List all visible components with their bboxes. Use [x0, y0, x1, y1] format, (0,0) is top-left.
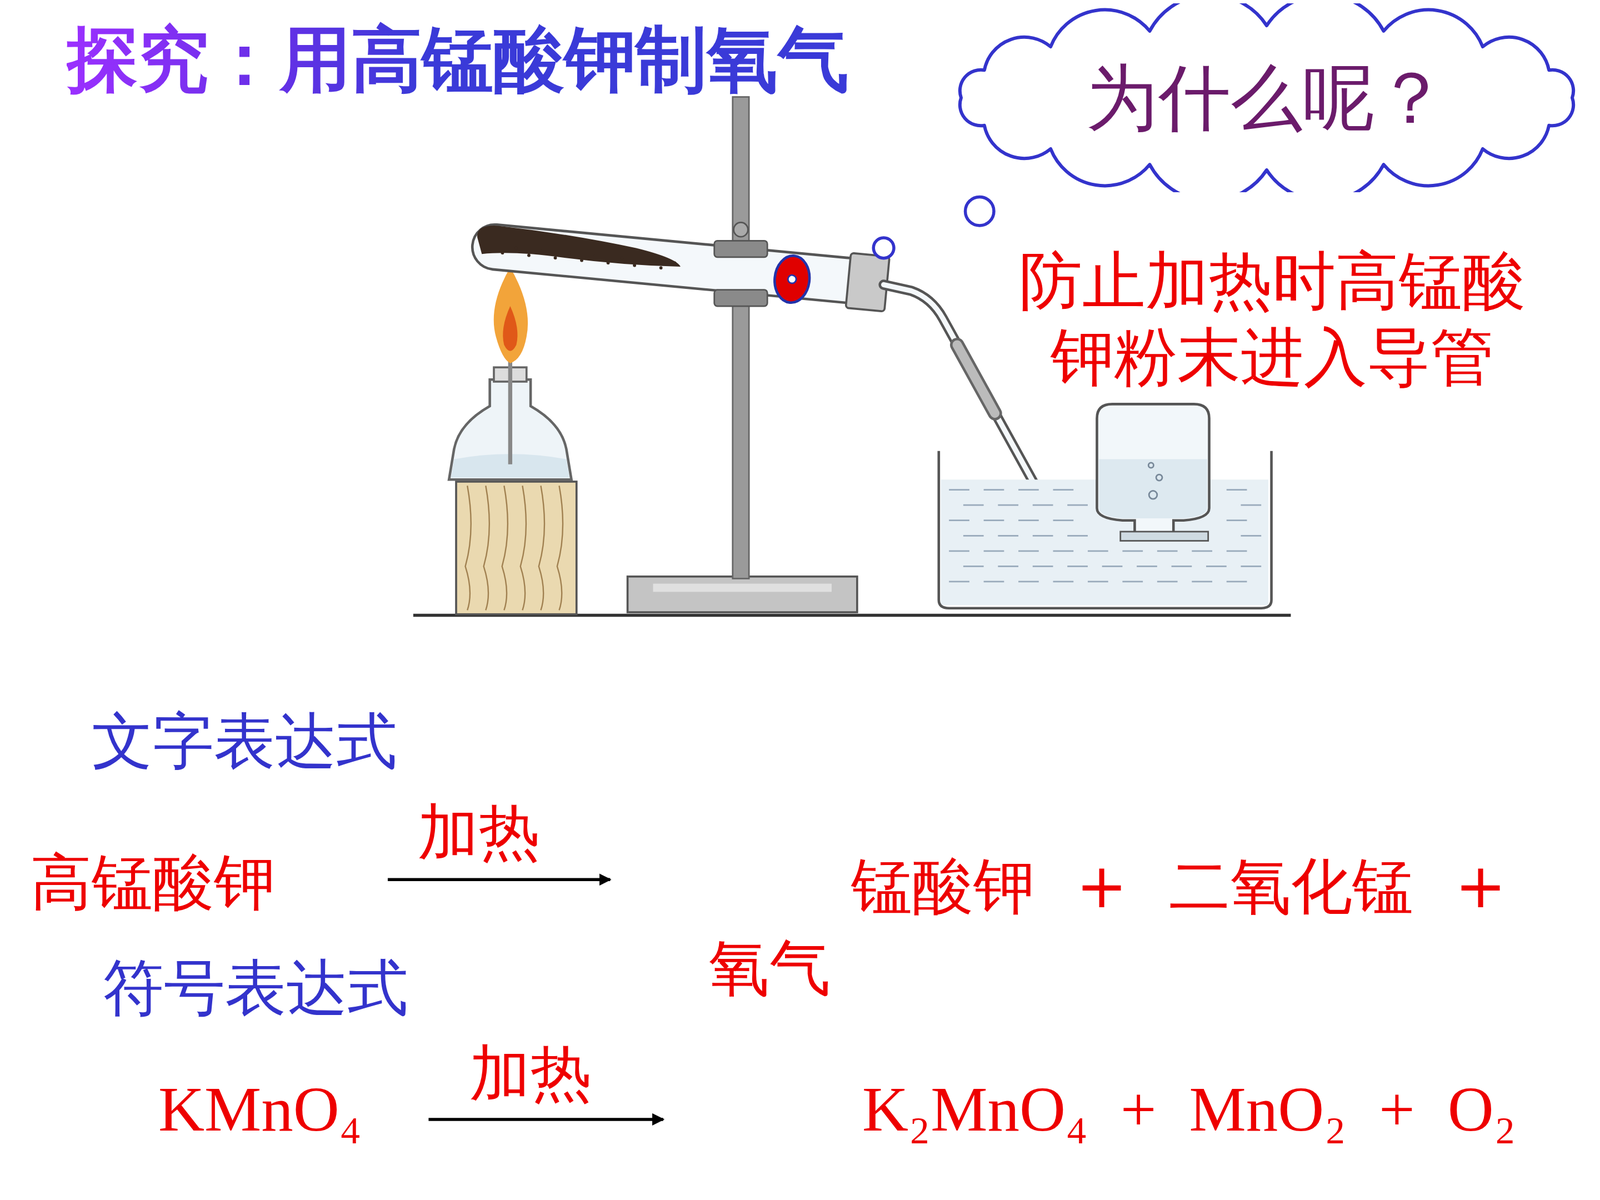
section-heading: 符号表达式	[102, 951, 409, 1025]
reaction-arrow	[387, 878, 610, 882]
thought-cloud: 为什么呢？	[938, 3, 1595, 193]
formula-text: KMnO₄	[158, 1071, 362, 1148]
slide-title: 探究：用高锰酸钾制氧气	[66, 16, 849, 103]
wood-block	[456, 481, 577, 615]
section-heading: 文字表达式	[91, 704, 398, 778]
products-text: 锰酸钾 + 二氧化锰 + 氧气	[708, 845, 1575, 1009]
water-trough	[938, 451, 1272, 609]
clamp	[714, 222, 768, 307]
cloud-text: 为什么呢？	[1086, 54, 1448, 142]
condition-label: 加热	[469, 1036, 592, 1110]
test-tube	[470, 217, 890, 312]
gas-collecting-bottle	[1096, 403, 1209, 541]
formula-text: K₂MnO₄ + MnO₂ + O₂	[862, 1071, 1517, 1148]
cotton-plug	[772, 254, 812, 305]
note-text: 防止加热时高锰酸钾粉末进入导管	[991, 243, 1553, 396]
iron-stand	[627, 96, 858, 613]
glass-plate	[1120, 531, 1209, 542]
reaction-arrow	[428, 1117, 663, 1122]
alcohol-lamp	[448, 267, 572, 480]
potassium-permanganate-powder	[475, 223, 683, 273]
condition-label: 加热	[417, 795, 540, 869]
thought-bubble	[873, 237, 894, 259]
reactant-text: 高锰酸钾	[30, 845, 275, 919]
thought-bubble	[965, 196, 994, 225]
